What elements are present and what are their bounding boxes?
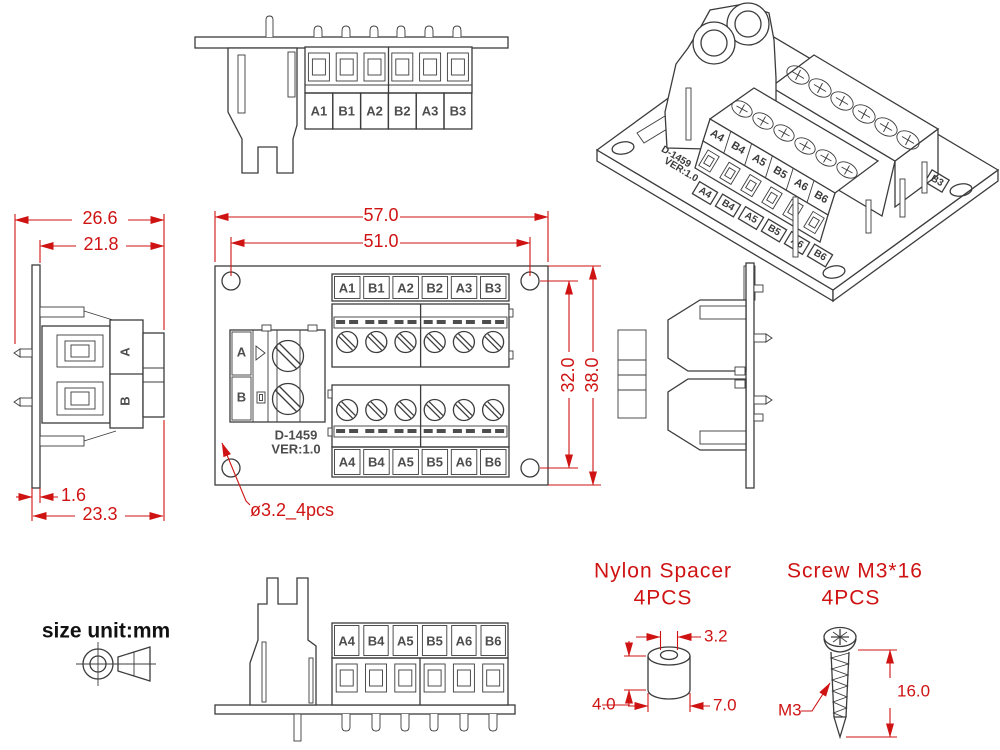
- top-view-label: B2: [394, 103, 411, 118]
- dim-4-0: 4.0: [592, 694, 616, 713]
- top-view-label: B1: [338, 103, 355, 118]
- front-top-label: A1: [339, 280, 356, 295]
- top-view-label: A2: [366, 103, 383, 118]
- dim-38-0: 38.0: [582, 357, 602, 392]
- isometric-view: A4 B4 A5 B5 A6 B6 A4 B4 A5 B5 A6 B6 B3 D…: [595, 2, 1000, 303]
- unit-note: size unit:mm: [42, 620, 170, 686]
- top-view: A1 B1 A2 B2 A3 B3: [194, 15, 509, 174]
- left-view-label-a: A: [117, 347, 132, 357]
- screw-detail: Screw M3*16 4PCS M3 16.0: [778, 560, 930, 740]
- dim-51-0: 51.0: [363, 231, 398, 251]
- right-side-view: [617, 262, 773, 489]
- spacer-title: Nylon Spacer: [594, 560, 732, 583]
- bottom-view-label: A5: [397, 633, 414, 648]
- dim-16-0: 16.0: [897, 681, 930, 700]
- dim-3-2: 3.2: [704, 626, 728, 645]
- dim-57-0: 57.0: [363, 205, 398, 225]
- dim-7-0: 7.0: [713, 695, 737, 714]
- front-silk-partnum: D-1459: [275, 427, 318, 442]
- bottom-view-label: B5: [426, 633, 443, 648]
- left-side-view: A B 26.6 21.8 1.6 23.3: [13, 208, 165, 524]
- front-conn-label-a: A: [237, 344, 247, 359]
- bottom-view-label: B4: [368, 633, 385, 648]
- dim-hole-callout: ø3.2_4pcs: [250, 500, 334, 521]
- dim-1-6: 1.6: [61, 485, 86, 505]
- front-silk-version: VER:1.0: [271, 441, 320, 456]
- front-bottom-label: A6: [456, 454, 473, 469]
- dim-32-0: 32.0: [558, 357, 578, 392]
- front-bottom-label: A4: [339, 454, 356, 469]
- top-view-label: A1: [311, 103, 328, 118]
- bottom-view-label: A6: [456, 633, 473, 648]
- front-bottom-label: B6: [485, 454, 502, 469]
- front-view: A1 B1 A2 B2 A3 B3: [214, 205, 602, 521]
- front-bottom-label: B4: [368, 454, 385, 469]
- front-conn-label-b: B: [237, 389, 246, 404]
- front-bottom-label: B5: [426, 454, 443, 469]
- spacer-qty: 4PCS: [634, 587, 693, 610]
- spacer-detail: Nylon Spacer 4PCS 3.2 4.0 7.0: [592, 560, 737, 715]
- front-top-label: B1: [368, 280, 385, 295]
- top-view-label: A3: [422, 103, 439, 118]
- bottom-view: A4 B4 A5 B5 A6 B6: [214, 577, 516, 742]
- front-top-label: A3: [456, 280, 473, 295]
- bottom-view-label: B6: [485, 633, 502, 648]
- screw-qty: 4PCS: [822, 587, 881, 610]
- top-view-label: B3: [450, 103, 467, 118]
- front-top-label: B2: [426, 280, 443, 295]
- dim-26-6: 26.6: [82, 208, 117, 228]
- dim-21-8: 21.8: [83, 234, 118, 254]
- dim-23-3: 23.3: [82, 504, 117, 524]
- front-top-label: B3: [485, 280, 502, 295]
- projection-symbol-icon: [76, 642, 156, 686]
- screw-title: Screw M3*16: [787, 560, 923, 583]
- left-view-label-b: B: [117, 396, 132, 405]
- bottom-view-label: A4: [338, 633, 355, 648]
- size-unit-note: size unit:mm: [42, 620, 170, 643]
- screw-thread-label: M3: [778, 700, 802, 719]
- front-bottom-label: A5: [397, 454, 414, 469]
- front-top-label: A2: [397, 280, 414, 295]
